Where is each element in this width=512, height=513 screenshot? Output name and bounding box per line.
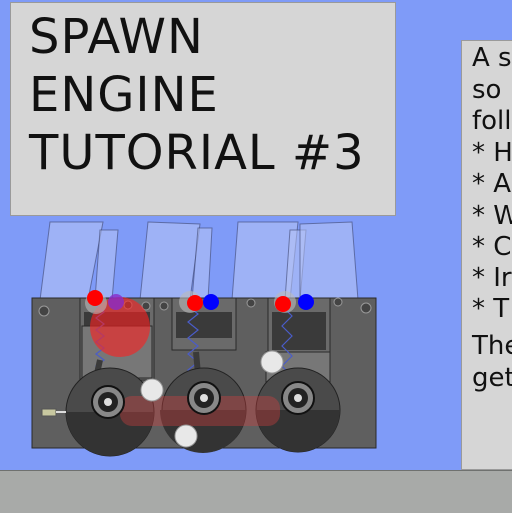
info-line-7: * C — [472, 232, 512, 262]
crank-hubs — [91, 381, 315, 419]
info-line-10: The — [472, 331, 512, 361]
exhaust-pipe — [41, 408, 57, 417]
info-line-6: * W — [472, 201, 512, 231]
info-line-11: get — [472, 363, 512, 393]
info-line-8: * Ir — [472, 263, 512, 293]
info-panel: A s so foll * H * A * W * C * Ir * T The… — [461, 40, 512, 470]
info-line-1: A s — [472, 43, 512, 73]
info-line-3: foll — [472, 106, 512, 136]
intake-fins — [39, 221, 359, 301]
crank-wheels — [65, 367, 341, 457]
combustion-flash — [90, 297, 150, 357]
title-line-1: SPAWN — [29, 9, 204, 65]
info-line-4: * H — [472, 138, 512, 168]
info-line-2: so — [472, 75, 502, 105]
title-panel: SPAWN ENGINE TUTORIAL #3 — [10, 2, 396, 216]
ground — [0, 470, 512, 513]
info-line-9: * T — [472, 294, 510, 324]
title-line-3: TUTORIAL #3 — [29, 125, 365, 181]
title-line-2: ENGINE — [29, 67, 219, 123]
info-line-5: * A — [472, 169, 512, 199]
valve-balls[interactable] — [85, 290, 314, 314]
white-discs[interactable] — [140, 350, 284, 448]
